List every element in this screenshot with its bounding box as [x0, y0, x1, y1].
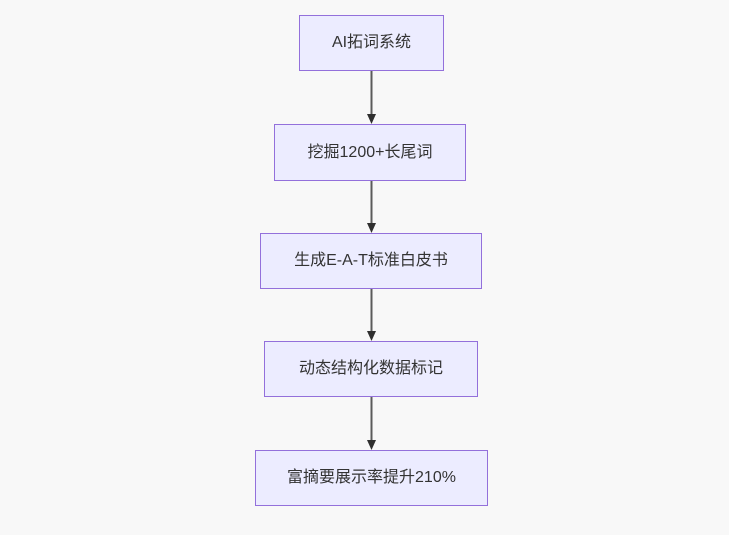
arrowhead-icon: [367, 223, 376, 233]
flowchart-node-n3: 生成E-A-T标准白皮书: [260, 233, 482, 289]
node-label: 生成E-A-T标准白皮书: [294, 252, 448, 270]
node-label: 富摘要展示率提升210%: [287, 469, 456, 487]
node-label: 挖掘1200+长尾词: [307, 143, 433, 161]
flowchart-node-n2: 挖掘1200+长尾词: [274, 124, 466, 181]
flowchart-node-n1: AI拓词系统: [299, 15, 444, 71]
node-label: 动态结构化数据标记: [298, 360, 443, 378]
node-label: AI拓词系统: [331, 34, 412, 52]
flowchart-node-n5: 富摘要展示率提升210%: [255, 450, 488, 506]
arrowhead-icon: [367, 114, 376, 124]
arrowhead-icon: [367, 331, 376, 341]
flowchart-node-n4: 动态结构化数据标记: [264, 341, 478, 397]
arrowhead-icon: [367, 440, 376, 450]
